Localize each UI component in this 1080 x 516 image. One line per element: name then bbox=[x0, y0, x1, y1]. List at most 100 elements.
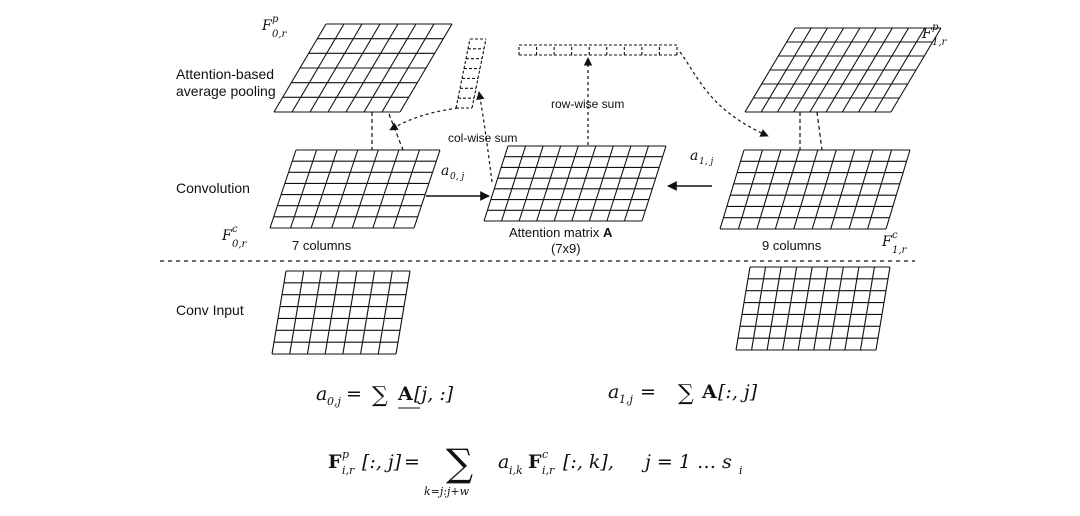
grid-pool-left bbox=[273, 23, 453, 113]
grid-line-vertical bbox=[756, 149, 782, 230]
label-col-wise-sum: col-wise sum bbox=[448, 131, 517, 145]
svg-text:a: a bbox=[316, 383, 327, 405]
grid-line-vertical bbox=[606, 145, 632, 222]
svg-text:i,k: i,k bbox=[509, 464, 523, 477]
grid-line-vertical bbox=[751, 266, 767, 351]
grid-line-vertical bbox=[306, 270, 322, 355]
grid-line-vertical bbox=[290, 149, 318, 229]
svg-text:0,j: 0,j bbox=[327, 395, 341, 408]
grid-line-vertical bbox=[571, 145, 597, 222]
grid-line-vertical bbox=[518, 145, 544, 222]
svg-text:p: p bbox=[272, 14, 279, 25]
grid-line-vertical bbox=[811, 149, 837, 230]
grid-line-vertical bbox=[735, 266, 751, 351]
svg-text:p: p bbox=[932, 22, 939, 33]
label-pooling-line1: Attention-based bbox=[176, 66, 274, 82]
svg-text:1,r: 1,r bbox=[932, 37, 948, 48]
grid-line-vertical bbox=[269, 149, 297, 229]
grid-line-vertical bbox=[774, 149, 800, 230]
grid-conv-left bbox=[269, 149, 441, 229]
grid-line-vertical bbox=[377, 270, 393, 355]
grid-line-vertical bbox=[413, 149, 441, 229]
grid-line-vertical bbox=[875, 266, 891, 351]
grid-line-vertical bbox=[471, 38, 487, 109]
grid-input-left bbox=[271, 270, 411, 355]
svg-text:F: F bbox=[921, 26, 933, 42]
grid-line-vertical bbox=[324, 270, 340, 355]
svg-text:F: F bbox=[328, 451, 342, 473]
attention-title: Attention matrix A bbox=[509, 225, 613, 240]
grid-conv-center bbox=[483, 145, 667, 222]
svg-text:i,r: i,r bbox=[542, 464, 555, 477]
svg-text:∑: ∑ bbox=[446, 441, 473, 485]
grid-line-vertical bbox=[553, 145, 579, 222]
grid-line-vertical bbox=[844, 266, 860, 351]
svg-text:[j, :]: [j, :] bbox=[414, 383, 454, 405]
formula-a0j: a 0,j = ∑ A [j, :] bbox=[316, 383, 454, 409]
feature-label-f0c: F c 0,r bbox=[221, 224, 248, 250]
grid-line-vertical bbox=[372, 149, 400, 229]
grid-line-vertical bbox=[782, 266, 798, 351]
grid-line-vertical bbox=[395, 270, 411, 355]
svg-text:1,r: 1,r bbox=[892, 245, 908, 256]
svg-text:p: p bbox=[342, 448, 349, 461]
svg-text:=: = bbox=[346, 383, 362, 405]
grid-line-vertical bbox=[719, 149, 745, 230]
grid-row-vector bbox=[518, 44, 678, 56]
grid-line-vertical bbox=[501, 145, 527, 222]
svg-text:[:, j]: [:, j] bbox=[362, 451, 402, 473]
svg-text:=: = bbox=[404, 451, 420, 473]
label-pooling-line2: average pooling bbox=[176, 83, 276, 99]
grid-layer bbox=[269, 23, 942, 355]
label-conv-input: Conv Input bbox=[176, 302, 244, 318]
svg-text:i,r: i,r bbox=[342, 464, 355, 477]
svg-text:[:, j]: [:, j] bbox=[718, 381, 758, 403]
svg-text:∑: ∑ bbox=[678, 381, 694, 406]
feature-label-f1p: F p 1,r bbox=[921, 22, 948, 48]
grid-line-vertical bbox=[588, 145, 614, 222]
grid-line-vertical bbox=[360, 270, 376, 355]
svg-text:c: c bbox=[892, 230, 898, 241]
label-7-columns: 7 columns bbox=[292, 238, 352, 253]
grid-line-vertical bbox=[536, 145, 562, 222]
grid-line-vertical bbox=[737, 149, 763, 230]
grid-line-vertical bbox=[830, 149, 856, 230]
grid-line-vertical bbox=[483, 145, 509, 222]
svg-text:0, j: 0, j bbox=[450, 172, 464, 182]
grid-input-right bbox=[735, 266, 891, 351]
svg-text:0,r: 0,r bbox=[232, 239, 248, 250]
solid-arrows bbox=[426, 181, 712, 201]
grid-col-vector bbox=[455, 38, 487, 109]
arrow-rowvec-to-pool bbox=[679, 51, 769, 137]
grid-line-vertical bbox=[271, 270, 287, 355]
svg-text:F: F bbox=[528, 451, 542, 473]
grid-line-vertical bbox=[797, 266, 813, 351]
svg-text:F: F bbox=[261, 18, 273, 34]
grid-line-vertical bbox=[859, 266, 875, 351]
grid-line-vertical bbox=[848, 149, 874, 230]
svg-text:i: i bbox=[739, 464, 743, 477]
svg-text:k=j:j+w: k=j:j+w bbox=[424, 485, 470, 498]
grid-line-vertical bbox=[342, 270, 358, 355]
svg-text:a: a bbox=[441, 163, 449, 179]
grid-line-vertical bbox=[310, 149, 338, 229]
grid-line-vertical bbox=[828, 266, 844, 351]
grid-line-vertical bbox=[793, 149, 819, 230]
grid-line-vertical bbox=[289, 270, 305, 355]
svg-text:∑: ∑ bbox=[372, 383, 388, 408]
grid-line-vertical bbox=[766, 266, 782, 351]
svg-text:j = 1 … s: j = 1 … s bbox=[641, 451, 732, 473]
arrow-colvec-to-pool bbox=[389, 107, 459, 131]
grid-line-vertical bbox=[331, 149, 359, 229]
svg-text:F: F bbox=[221, 228, 233, 244]
label-9-columns: 9 columns bbox=[762, 238, 822, 253]
connector-left-b bbox=[388, 113, 404, 151]
svg-text:F: F bbox=[881, 234, 893, 250]
svg-text:1, j: 1, j bbox=[699, 157, 713, 167]
svg-text:0,r: 0,r bbox=[272, 29, 288, 40]
grid-line-vertical bbox=[351, 149, 379, 229]
dashed-connectors bbox=[371, 111, 823, 151]
grid-line-vertical bbox=[813, 266, 829, 351]
